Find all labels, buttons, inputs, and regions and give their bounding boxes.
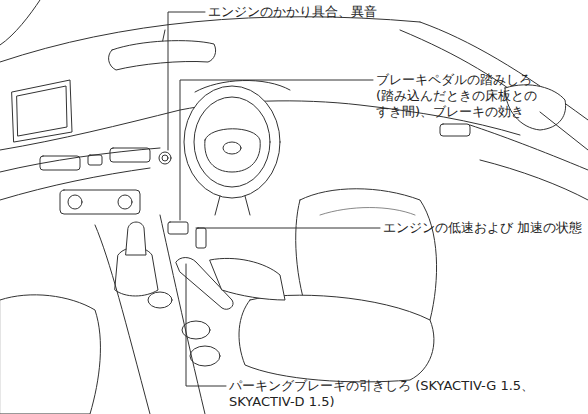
hazard-switch bbox=[88, 155, 102, 165]
leader-line bbox=[186, 264, 226, 386]
dashboard-panel bbox=[0, 148, 160, 172]
seat-stitch bbox=[320, 208, 415, 216]
center-console bbox=[160, 215, 205, 414]
shift-lever bbox=[126, 222, 146, 255]
roof-line bbox=[0, 0, 40, 45]
climate-knob bbox=[68, 195, 82, 209]
door-trim bbox=[470, 125, 588, 170]
driver-seat-cushion bbox=[239, 295, 434, 382]
callout-label: エンジンのかかり具合、異音 bbox=[208, 4, 448, 20]
air-vent bbox=[110, 148, 150, 162]
cup-holder bbox=[190, 346, 220, 366]
leader-line bbox=[180, 80, 373, 220]
leader-line bbox=[196, 228, 380, 229]
steering-wheel bbox=[184, 86, 280, 198]
engine-start-button-ring bbox=[162, 155, 168, 161]
steering-emblem bbox=[223, 142, 241, 154]
air-vent bbox=[40, 156, 80, 170]
callout-label: パーキングブレーキの引きしろ (SKYACTIV-G 1.5、SKYACTIV-… bbox=[229, 378, 569, 410]
rearview-mirror bbox=[109, 41, 216, 70]
accelerator-pedal bbox=[196, 228, 206, 248]
passenger-seat bbox=[0, 295, 100, 414]
commander-knob bbox=[148, 292, 172, 308]
brake-pedal bbox=[168, 222, 188, 234]
door-vent bbox=[440, 124, 470, 136]
engine-start-button bbox=[159, 152, 171, 164]
steering-column bbox=[215, 196, 250, 215]
climate-panel bbox=[60, 190, 140, 214]
callout-label: ブレーキペダルの踏みしろ (踏み込んだときの床板との すき間)、ブレーキの効き bbox=[376, 72, 576, 120]
navigation-screen bbox=[17, 86, 67, 136]
door-trim bbox=[480, 160, 588, 200]
climate-knob bbox=[118, 195, 132, 209]
callout-label: エンジンの低速および 加速の状態 bbox=[383, 220, 583, 236]
side-window bbox=[540, 112, 588, 150]
armrest bbox=[210, 258, 285, 300]
navigation-display bbox=[12, 80, 72, 142]
leader-line bbox=[168, 12, 205, 150]
steering-hub bbox=[205, 129, 260, 172]
steering-wheel-inner bbox=[194, 97, 270, 187]
